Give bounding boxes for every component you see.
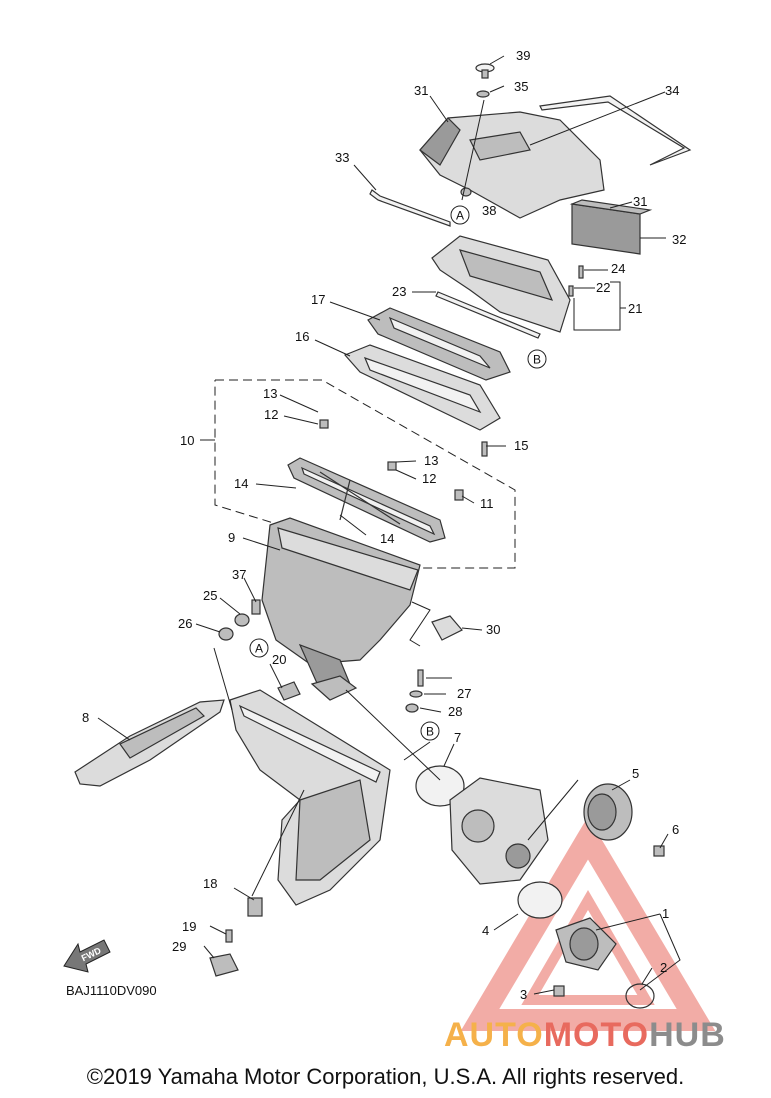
label-26: 26 <box>178 616 192 631</box>
bolt-39-part <box>417 669 424 687</box>
bolt-19-part <box>225 929 233 943</box>
label-21: 21 <box>628 301 642 316</box>
label-1: 1 <box>662 906 669 921</box>
label-33: 33 <box>335 150 349 165</box>
cover-plate-part <box>431 235 584 333</box>
svg-text:B: B <box>533 353 541 367</box>
label-37: 38 <box>482 203 496 218</box>
svg-text:B: B <box>426 725 434 739</box>
element-14-part <box>287 419 488 543</box>
label-11: 11 <box>480 496 494 511</box>
watermark-logo <box>460 816 716 1031</box>
reference-mark-a-bottom: A <box>249 638 269 658</box>
watermark-part1: AUTO <box>444 1016 544 1054</box>
label-20: 20 <box>272 652 286 667</box>
label-23: 23 <box>392 284 406 299</box>
label-31b: 32 <box>672 232 686 247</box>
copyright-notice: ©2019 Yamaha Motor Corporation, U.S.A. A… <box>86 1064 685 1089</box>
label-14a: 14 <box>234 476 248 491</box>
label-34: 34 <box>665 83 679 98</box>
label-28: 28 <box>448 704 462 719</box>
leader-lines <box>97 55 681 995</box>
clip-20-part <box>277 681 301 701</box>
label-8: 8 <box>82 710 89 725</box>
label-18: 18 <box>203 876 217 891</box>
label-32: 31 <box>414 83 428 98</box>
bolt-3-part <box>553 985 565 997</box>
watermark-part3: HUB <box>649 1016 726 1054</box>
label-36: 39 <box>516 48 530 63</box>
label-15: 15 <box>514 438 528 453</box>
label-38: 37 <box>232 567 246 582</box>
label-4: 4 <box>482 923 489 938</box>
clamp-4-part <box>517 881 563 919</box>
top-cover-part <box>419 111 605 219</box>
collar-28-part <box>405 703 419 713</box>
joint-1-part <box>555 917 617 971</box>
label-7: 7 <box>454 730 461 745</box>
label-3: 3 <box>520 987 527 1002</box>
sensor-5-part <box>583 783 633 841</box>
group-10-outline <box>214 379 516 569</box>
reference-mark-b-bottom: B <box>420 721 440 741</box>
clamp-7-part <box>415 765 465 807</box>
band-23-part <box>435 291 541 339</box>
label-25: 25 <box>203 588 217 603</box>
bolt-38-part <box>251 599 261 615</box>
watermark-text: AUTOMOTOHUB <box>444 1016 726 1055</box>
strip-34-part <box>539 95 692 166</box>
seal-16-part <box>343 344 501 431</box>
svg-text:A: A <box>255 642 263 656</box>
label-10: 10 <box>180 433 194 448</box>
label-24: 24 <box>611 261 625 276</box>
label-19: 19 <box>182 919 196 934</box>
washer-27-part <box>409 690 423 698</box>
label-13a: 13 <box>263 386 277 401</box>
label-12a: 12 <box>264 407 278 422</box>
oring-2-part <box>625 983 655 1009</box>
label-2: 2 <box>660 960 667 975</box>
label-5: 5 <box>632 766 639 781</box>
spacer-18-part <box>247 897 263 917</box>
label-6: 6 <box>672 822 679 837</box>
reference-mark-a-top: A <box>450 205 470 225</box>
grommet-26-part <box>218 627 234 641</box>
bolt-6-part <box>653 845 665 857</box>
label-29: 29 <box>172 939 186 954</box>
bolt-36-part <box>460 63 495 197</box>
sponge-31-part <box>569 199 653 255</box>
fwd-arrow-icon: FWD <box>63 939 111 973</box>
label-14b: 14 <box>380 531 394 546</box>
label-31a: 31 <box>633 194 647 209</box>
label-16: 16 <box>295 329 309 344</box>
diagram-code: BAJ1110DV090 <box>66 983 157 998</box>
strip-33-part <box>369 189 451 227</box>
boot-part <box>310 675 358 701</box>
label-9: 9 <box>228 530 235 545</box>
watermark-part2: MOTO <box>543 1016 650 1054</box>
label-17: 17 <box>311 292 325 307</box>
reference-mark-b-top: B <box>527 349 547 369</box>
label-12b: 12 <box>422 471 436 486</box>
frame-17-part <box>367 307 511 381</box>
intake-body-part <box>229 689 391 906</box>
bracket-30-part <box>431 615 463 641</box>
grommet-29-part <box>209 953 239 977</box>
label-13b: 13 <box>424 453 438 468</box>
label-22: 22 <box>596 280 610 295</box>
label-27: 27 <box>457 686 471 701</box>
label-35: 35 <box>514 79 528 94</box>
svg-text:A: A <box>456 209 464 223</box>
throttle-body-part <box>449 777 549 885</box>
grommet-25-part <box>234 613 250 627</box>
duct-8-part <box>74 699 225 787</box>
label-30: 30 <box>486 622 500 637</box>
part-labels: 39 35 31 34 33 38 31 32 24 22 21 23 17 1… <box>82 48 686 1002</box>
